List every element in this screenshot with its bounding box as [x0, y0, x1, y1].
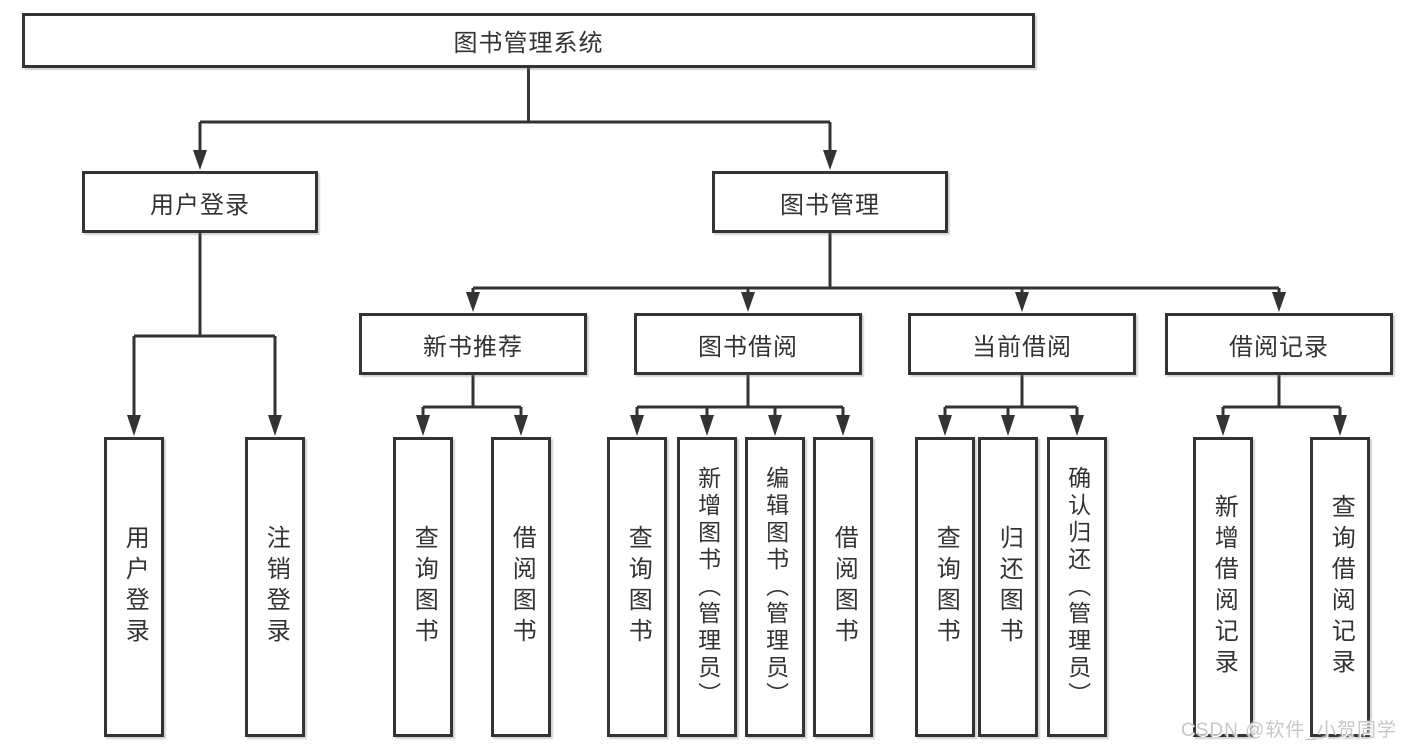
node-library-management-system-label: 图书管理系统: [453, 30, 604, 57]
leaf-edit-book-admin-label: 编辑图书（管理员）: [762, 465, 789, 709]
node-borrowing-records: 借阅记录: [1165, 313, 1393, 375]
leaf-logout: 注销登录: [245, 437, 305, 737]
leaf-confirm-return-admin: 确认归还（管理员）: [1047, 437, 1107, 737]
node-user-login: 用户登录: [82, 171, 318, 233]
node-new-book-recommendation-label: 新书推荐: [423, 333, 523, 361]
leaf-add-borrow-record-label: 新增借阅记录: [1210, 494, 1238, 680]
leaf-logout-label: 注销登录: [262, 525, 290, 649]
node-book-management-label: 图书管理: [780, 191, 880, 219]
arrowheads: [127, 150, 1347, 436]
node-book-borrowing-label: 图书借阅: [698, 333, 798, 361]
node-new-book-recommendation: 新书推荐: [359, 313, 587, 375]
leaf-confirm-return-admin-label: 确认归还（管理员）: [1064, 465, 1091, 709]
leaf-add-borrow-record: 新增借阅记录: [1193, 437, 1253, 737]
leaf-query-books-borrowing-label: 查询图书: [624, 525, 652, 649]
leaf-user-login: 用户登录: [104, 437, 164, 737]
leaf-return-books: 归还图书: [978, 437, 1038, 737]
leaf-borrow-books-borrowing: 借阅图书: [813, 437, 873, 737]
node-current-borrowing: 当前借阅: [908, 313, 1136, 375]
leaf-add-book-admin: 新增图书（管理员）: [677, 437, 737, 737]
leaf-borrow-books-borrowing-label: 借阅图书: [830, 525, 858, 649]
node-borrowing-records-label: 借阅记录: [1229, 333, 1329, 361]
node-current-borrowing-label: 当前借阅: [972, 333, 1072, 361]
leaf-query-borrow-record-label: 查询借阅记录: [1327, 494, 1355, 680]
node-library-management-system: 图书管理系统: [22, 13, 1035, 68]
node-book-management: 图书管理: [712, 171, 948, 233]
leaf-query-books-borrowing: 查询图书: [607, 437, 667, 737]
leaf-query-books-recommend: 查询图书: [393, 437, 453, 737]
node-book-borrowing: 图书借阅: [634, 313, 862, 375]
leaf-query-books-recommend-label: 查询图书: [410, 525, 438, 649]
leaf-borrow-books-recommend: 借阅图书: [491, 437, 551, 737]
csdn-watermark: CSDN @软件_小贺同学: [1181, 720, 1397, 741]
node-user-login-label: 用户登录: [150, 191, 250, 219]
leaf-borrow-books-recommend-label: 借阅图书: [508, 525, 536, 649]
tree-edges: [132, 68, 1342, 418]
leaf-query-books-current-label: 查询图书: [932, 525, 960, 649]
leaf-query-books-current: 查询图书: [915, 437, 975, 737]
leaf-add-book-admin-label: 新增图书（管理员）: [694, 465, 721, 709]
leaf-user-login-label: 用户登录: [121, 525, 149, 649]
leaf-return-books-label: 归还图书: [995, 525, 1023, 649]
leaf-query-borrow-record: 查询借阅记录: [1310, 437, 1370, 737]
leaf-edit-book-admin: 编辑图书（管理员）: [745, 437, 805, 737]
